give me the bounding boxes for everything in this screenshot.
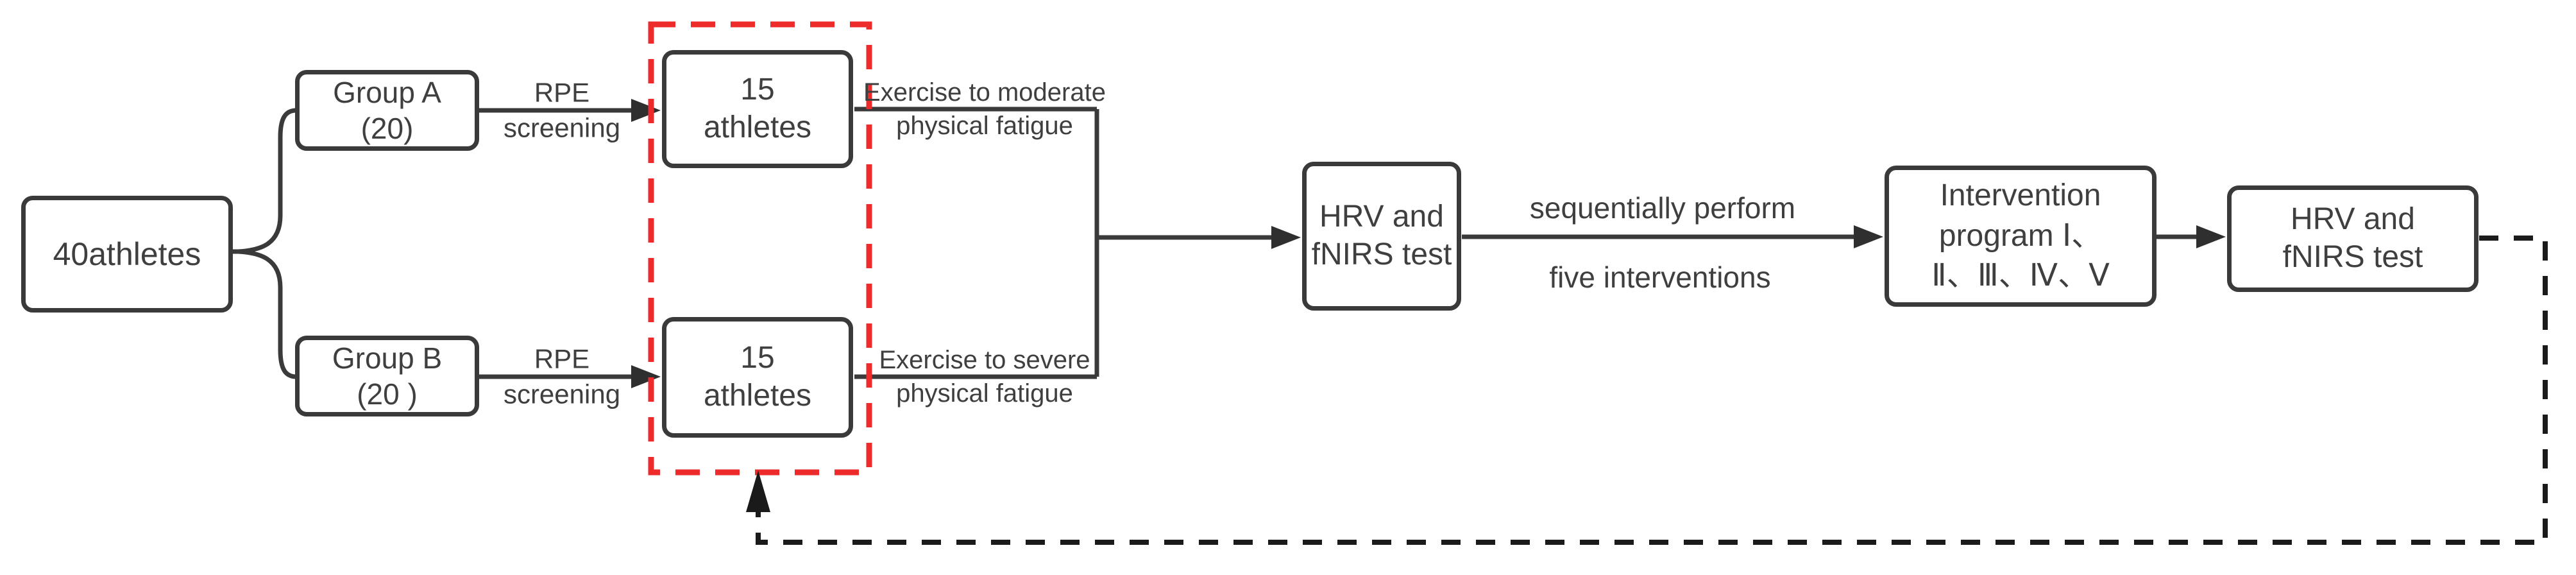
arrowhead-up-icon: [746, 470, 770, 512]
label-exercise-moderate: Exercise to moderate physical fatigue: [863, 78, 1106, 140]
split-brace-lower: [230, 249, 299, 379]
node-40-athletes: 40athletes: [21, 196, 233, 313]
label-exercise-severe: Exercise to severe physical fatigue: [879, 346, 1090, 408]
red-dashed-highlight-box: [648, 21, 872, 476]
label-five-interventions: five interventions: [1549, 261, 1771, 295]
label-sequentially-perform: sequentially perform: [1529, 191, 1796, 225]
split-brace-upper: [230, 108, 299, 254]
arrowhead-right-icon: [631, 365, 661, 388]
node-15-athletes-bottom: 15 athletes: [662, 317, 853, 438]
node-15-athletes-top: 15 athletes: [662, 50, 853, 168]
arrowhead-right-icon: [1854, 225, 1883, 248]
node-group-a: Group A (20): [295, 70, 479, 151]
label-rpe-screening-top: RPE screening: [503, 77, 621, 142]
label-rpe-screening-bottom: RPE screening: [503, 343, 621, 409]
arrowhead-right-icon: [631, 99, 661, 122]
arrowhead-right-icon: [2196, 225, 2226, 248]
arrowhead-right-icon: [1271, 226, 1301, 249]
node-intervention-program: Intervention program Ⅰ、 Ⅱ、Ⅲ、Ⅳ、Ⅴ: [1885, 166, 2157, 307]
node-hrv-fnirs-test-post: HRV and fNIRS test: [2227, 185, 2479, 292]
node-hrv-fnirs-test-pre: HRV and fNIRS test: [1302, 162, 1461, 311]
node-group-b: Group B (20 ): [295, 336, 479, 416]
feedback-dashed-connector: [756, 236, 2548, 545]
